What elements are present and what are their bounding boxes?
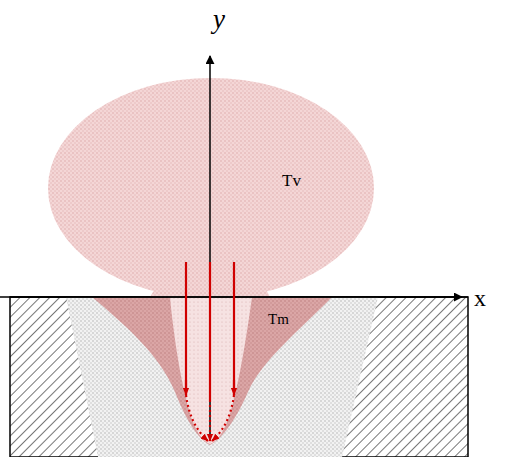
axis-label: y [213, 6, 225, 33]
laser-beams [186, 262, 234, 441]
temperature-label: Tv [282, 172, 301, 189]
fusion-zone [66, 297, 378, 457]
y-axis [209, 56, 211, 440]
x-axis [0, 296, 462, 298]
workpiece [10, 297, 468, 457]
axis-label: x [474, 286, 486, 310]
temperature-label: Tm [268, 312, 289, 327]
melt-pool [92, 297, 332, 445]
